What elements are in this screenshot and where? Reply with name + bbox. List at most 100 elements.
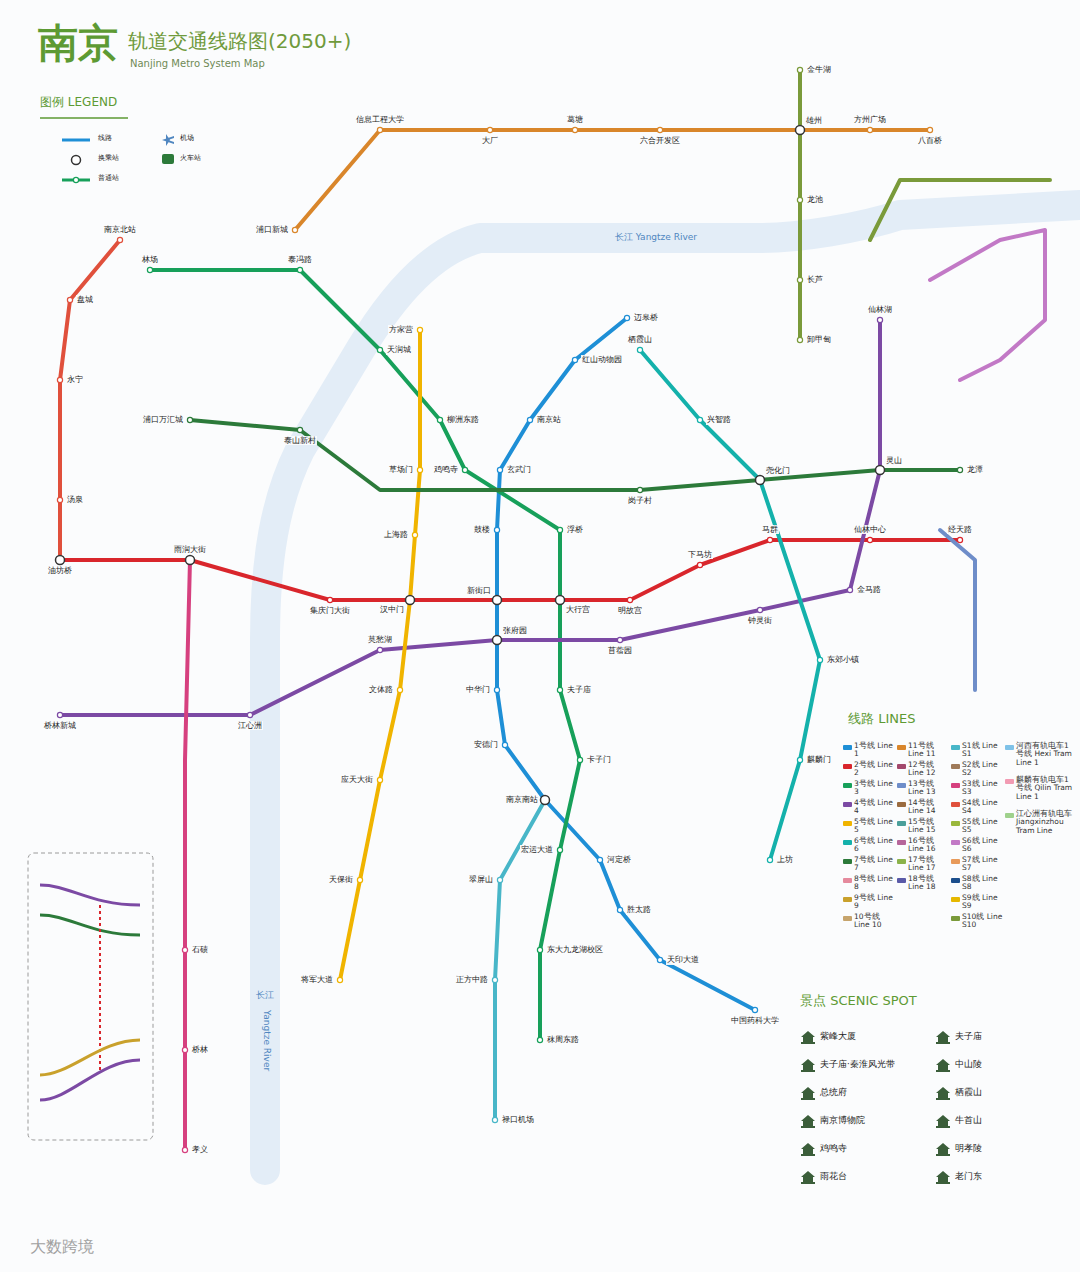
station-dot bbox=[817, 657, 822, 662]
inset-line bbox=[99, 905, 101, 1070]
station-dot bbox=[327, 597, 332, 602]
station-name: 灵山 bbox=[885, 456, 903, 465]
legend-text: 夫子庙 bbox=[955, 1032, 982, 1042]
station-name: 中国药科大学 bbox=[730, 1016, 780, 1025]
metro-line bbox=[940, 530, 975, 690]
line-swatch bbox=[1005, 813, 1014, 818]
line-swatch bbox=[897, 821, 906, 826]
station-name: 张府园 bbox=[502, 626, 528, 635]
station-dot bbox=[377, 127, 382, 132]
line-swatch bbox=[843, 859, 852, 864]
station-dot bbox=[497, 877, 502, 882]
station-dot bbox=[797, 757, 802, 762]
station-dot bbox=[462, 467, 467, 472]
station-name: 迈皋桥 bbox=[633, 313, 659, 322]
station-name: 柳洲东路 bbox=[446, 415, 480, 424]
legend-text: 14号线 Line 14 bbox=[908, 799, 950, 816]
legend-rule bbox=[40, 117, 128, 119]
legend-text: 11号线 Line 11 bbox=[908, 742, 950, 759]
station-dot bbox=[877, 317, 882, 322]
station-name: 大厂 bbox=[481, 136, 499, 145]
scenic-icon bbox=[801, 1171, 815, 1184]
station-dot bbox=[292, 227, 297, 232]
legend-text: S2线 Line S2 bbox=[962, 761, 1004, 778]
railway-icon bbox=[162, 154, 174, 164]
station-dot bbox=[492, 1117, 497, 1122]
legend-text: 牛首山 bbox=[955, 1116, 982, 1126]
legend-text: 栖霞山 bbox=[955, 1088, 982, 1098]
station-name: 经天路 bbox=[947, 525, 973, 534]
station-dot bbox=[182, 1047, 187, 1052]
legend-text: 6号线 Line 6 bbox=[854, 837, 896, 854]
station-name: 龙池 bbox=[806, 195, 824, 204]
station-name: 胜太路 bbox=[626, 905, 652, 914]
scenic-icon bbox=[936, 1143, 950, 1156]
station-dot bbox=[867, 537, 872, 542]
legend-text: S3线 Line S3 bbox=[962, 780, 1004, 797]
station-name: 红山动物园 bbox=[581, 355, 623, 364]
map-label: 长江 bbox=[256, 990, 274, 1000]
line-swatch bbox=[951, 783, 960, 788]
station-dot bbox=[417, 327, 422, 332]
station-dot bbox=[412, 532, 417, 537]
station-name: 雨润大街 bbox=[173, 545, 207, 554]
station-name: 六合开发区 bbox=[639, 136, 681, 145]
line-swatch bbox=[843, 916, 852, 921]
legend-text: 1号线 Line 1 bbox=[854, 742, 896, 759]
station-name: 卸甲甸 bbox=[806, 335, 832, 344]
transfer-station bbox=[493, 596, 502, 605]
station-name: 浦口万汇城 bbox=[142, 415, 184, 424]
station-dot bbox=[637, 347, 642, 352]
station-name: 集庆门大街 bbox=[309, 606, 351, 615]
line-swatch bbox=[843, 802, 852, 807]
station-dot bbox=[537, 947, 542, 952]
station-name: 钟灵街 bbox=[747, 616, 773, 625]
station-dot bbox=[577, 757, 582, 762]
station-name: 油坊桥 bbox=[47, 566, 73, 575]
station-dot bbox=[297, 267, 302, 272]
station-name: 泰冯路 bbox=[287, 255, 313, 264]
station-dot bbox=[247, 712, 252, 717]
station-dot bbox=[957, 537, 962, 542]
line-swatch bbox=[843, 878, 852, 883]
metro-line bbox=[190, 420, 960, 490]
legend-text: 15号线 Line 15 bbox=[908, 818, 950, 835]
station-name: 葛塘 bbox=[566, 115, 584, 124]
station-dot bbox=[797, 197, 802, 202]
line-swatch bbox=[843, 840, 852, 845]
legend-text: 总统府 bbox=[820, 1088, 847, 1098]
station-name: 安德门 bbox=[473, 740, 499, 749]
scenic-icon bbox=[936, 1031, 950, 1044]
map-label: 长江 Yangtze River bbox=[615, 232, 697, 242]
station-name: 雄州 bbox=[805, 116, 823, 125]
scenic-icon-shape bbox=[936, 1115, 950, 1128]
station-dot bbox=[797, 277, 802, 282]
metro-line bbox=[295, 130, 930, 230]
legend-text: 麒麟有轨电车1号线 Qilin Tram Line 1 bbox=[1016, 776, 1074, 801]
station-name: 栖霞山 bbox=[627, 335, 653, 344]
scenic-icon bbox=[936, 1059, 950, 1072]
legend-text: S5线 Line S5 bbox=[962, 818, 1004, 835]
legend-text: 鸡鸣寺 bbox=[820, 1144, 847, 1154]
scenic-icon bbox=[801, 1087, 815, 1100]
station-name: 尧化门 bbox=[765, 466, 791, 475]
station-dot bbox=[597, 857, 602, 862]
station-name: 仙林中心 bbox=[853, 525, 887, 534]
metro-line bbox=[60, 240, 120, 560]
station-name: 天印大道 bbox=[666, 955, 700, 964]
transfer-station bbox=[493, 636, 502, 645]
station-name: 夫子庙 bbox=[566, 685, 592, 694]
legend-text: 江心洲有轨电车 Jiangxinzhou Tram Line bbox=[1016, 810, 1074, 835]
legend-text: S7线 Line S7 bbox=[962, 856, 1004, 873]
station-name: 马群 bbox=[761, 525, 779, 534]
line-swatch bbox=[951, 745, 960, 750]
station-name: 岗子村 bbox=[627, 496, 653, 505]
station-name: 泰山新村 bbox=[283, 436, 317, 445]
station-name: 鸡鸣寺 bbox=[433, 465, 459, 474]
station-name: 桥林 bbox=[191, 1045, 209, 1054]
line-swatch bbox=[951, 764, 960, 769]
scenic-icon bbox=[936, 1171, 950, 1184]
scenic-icon bbox=[801, 1031, 815, 1044]
scenic-icon bbox=[801, 1115, 815, 1128]
metro-line bbox=[185, 560, 190, 1150]
